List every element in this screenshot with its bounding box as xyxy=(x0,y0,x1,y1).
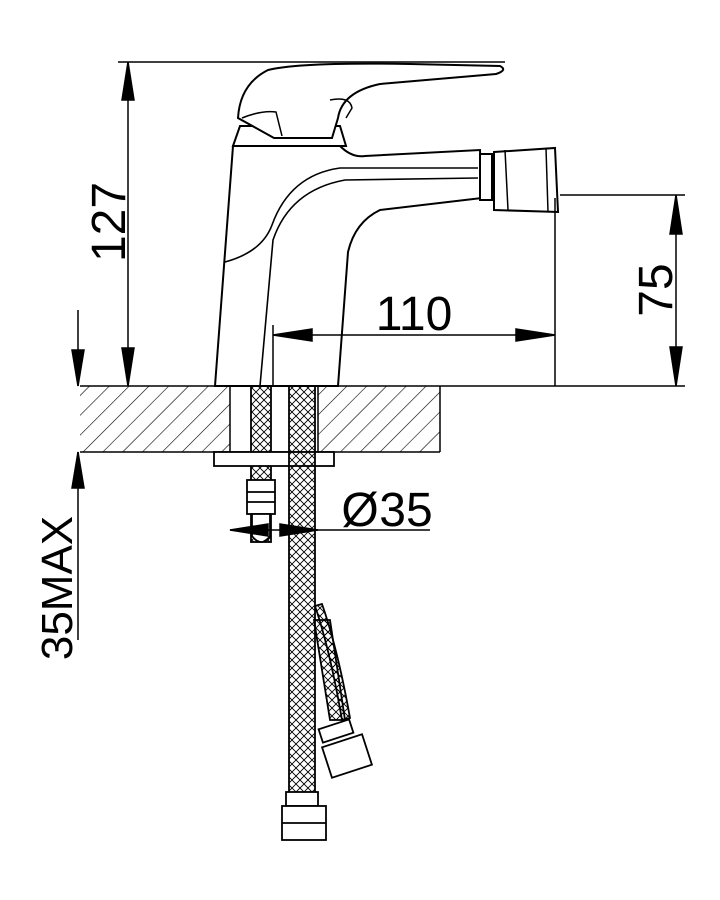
dimension-height-75: 75 xyxy=(560,194,685,387)
countertop-section xyxy=(80,385,685,453)
thickness-35max-label: 35MAX xyxy=(33,516,82,660)
height-127-label: 127 xyxy=(83,182,136,262)
dimension-reach-110: 110 xyxy=(272,198,556,386)
diameter-symbol: Ø xyxy=(341,484,378,537)
faucet-body xyxy=(213,62,560,387)
height-75-label: 75 xyxy=(630,263,683,316)
dimension-max-thickness: 35MAX xyxy=(33,310,85,660)
reach-110-label: 110 xyxy=(376,288,453,341)
flex-hoses xyxy=(281,385,374,841)
mounting-hardware xyxy=(213,385,335,543)
dimension-height-127: 127 xyxy=(83,61,505,387)
diameter-35-label: 35 xyxy=(379,484,432,537)
dimension-diameter-35: Ø 35 xyxy=(229,484,433,537)
